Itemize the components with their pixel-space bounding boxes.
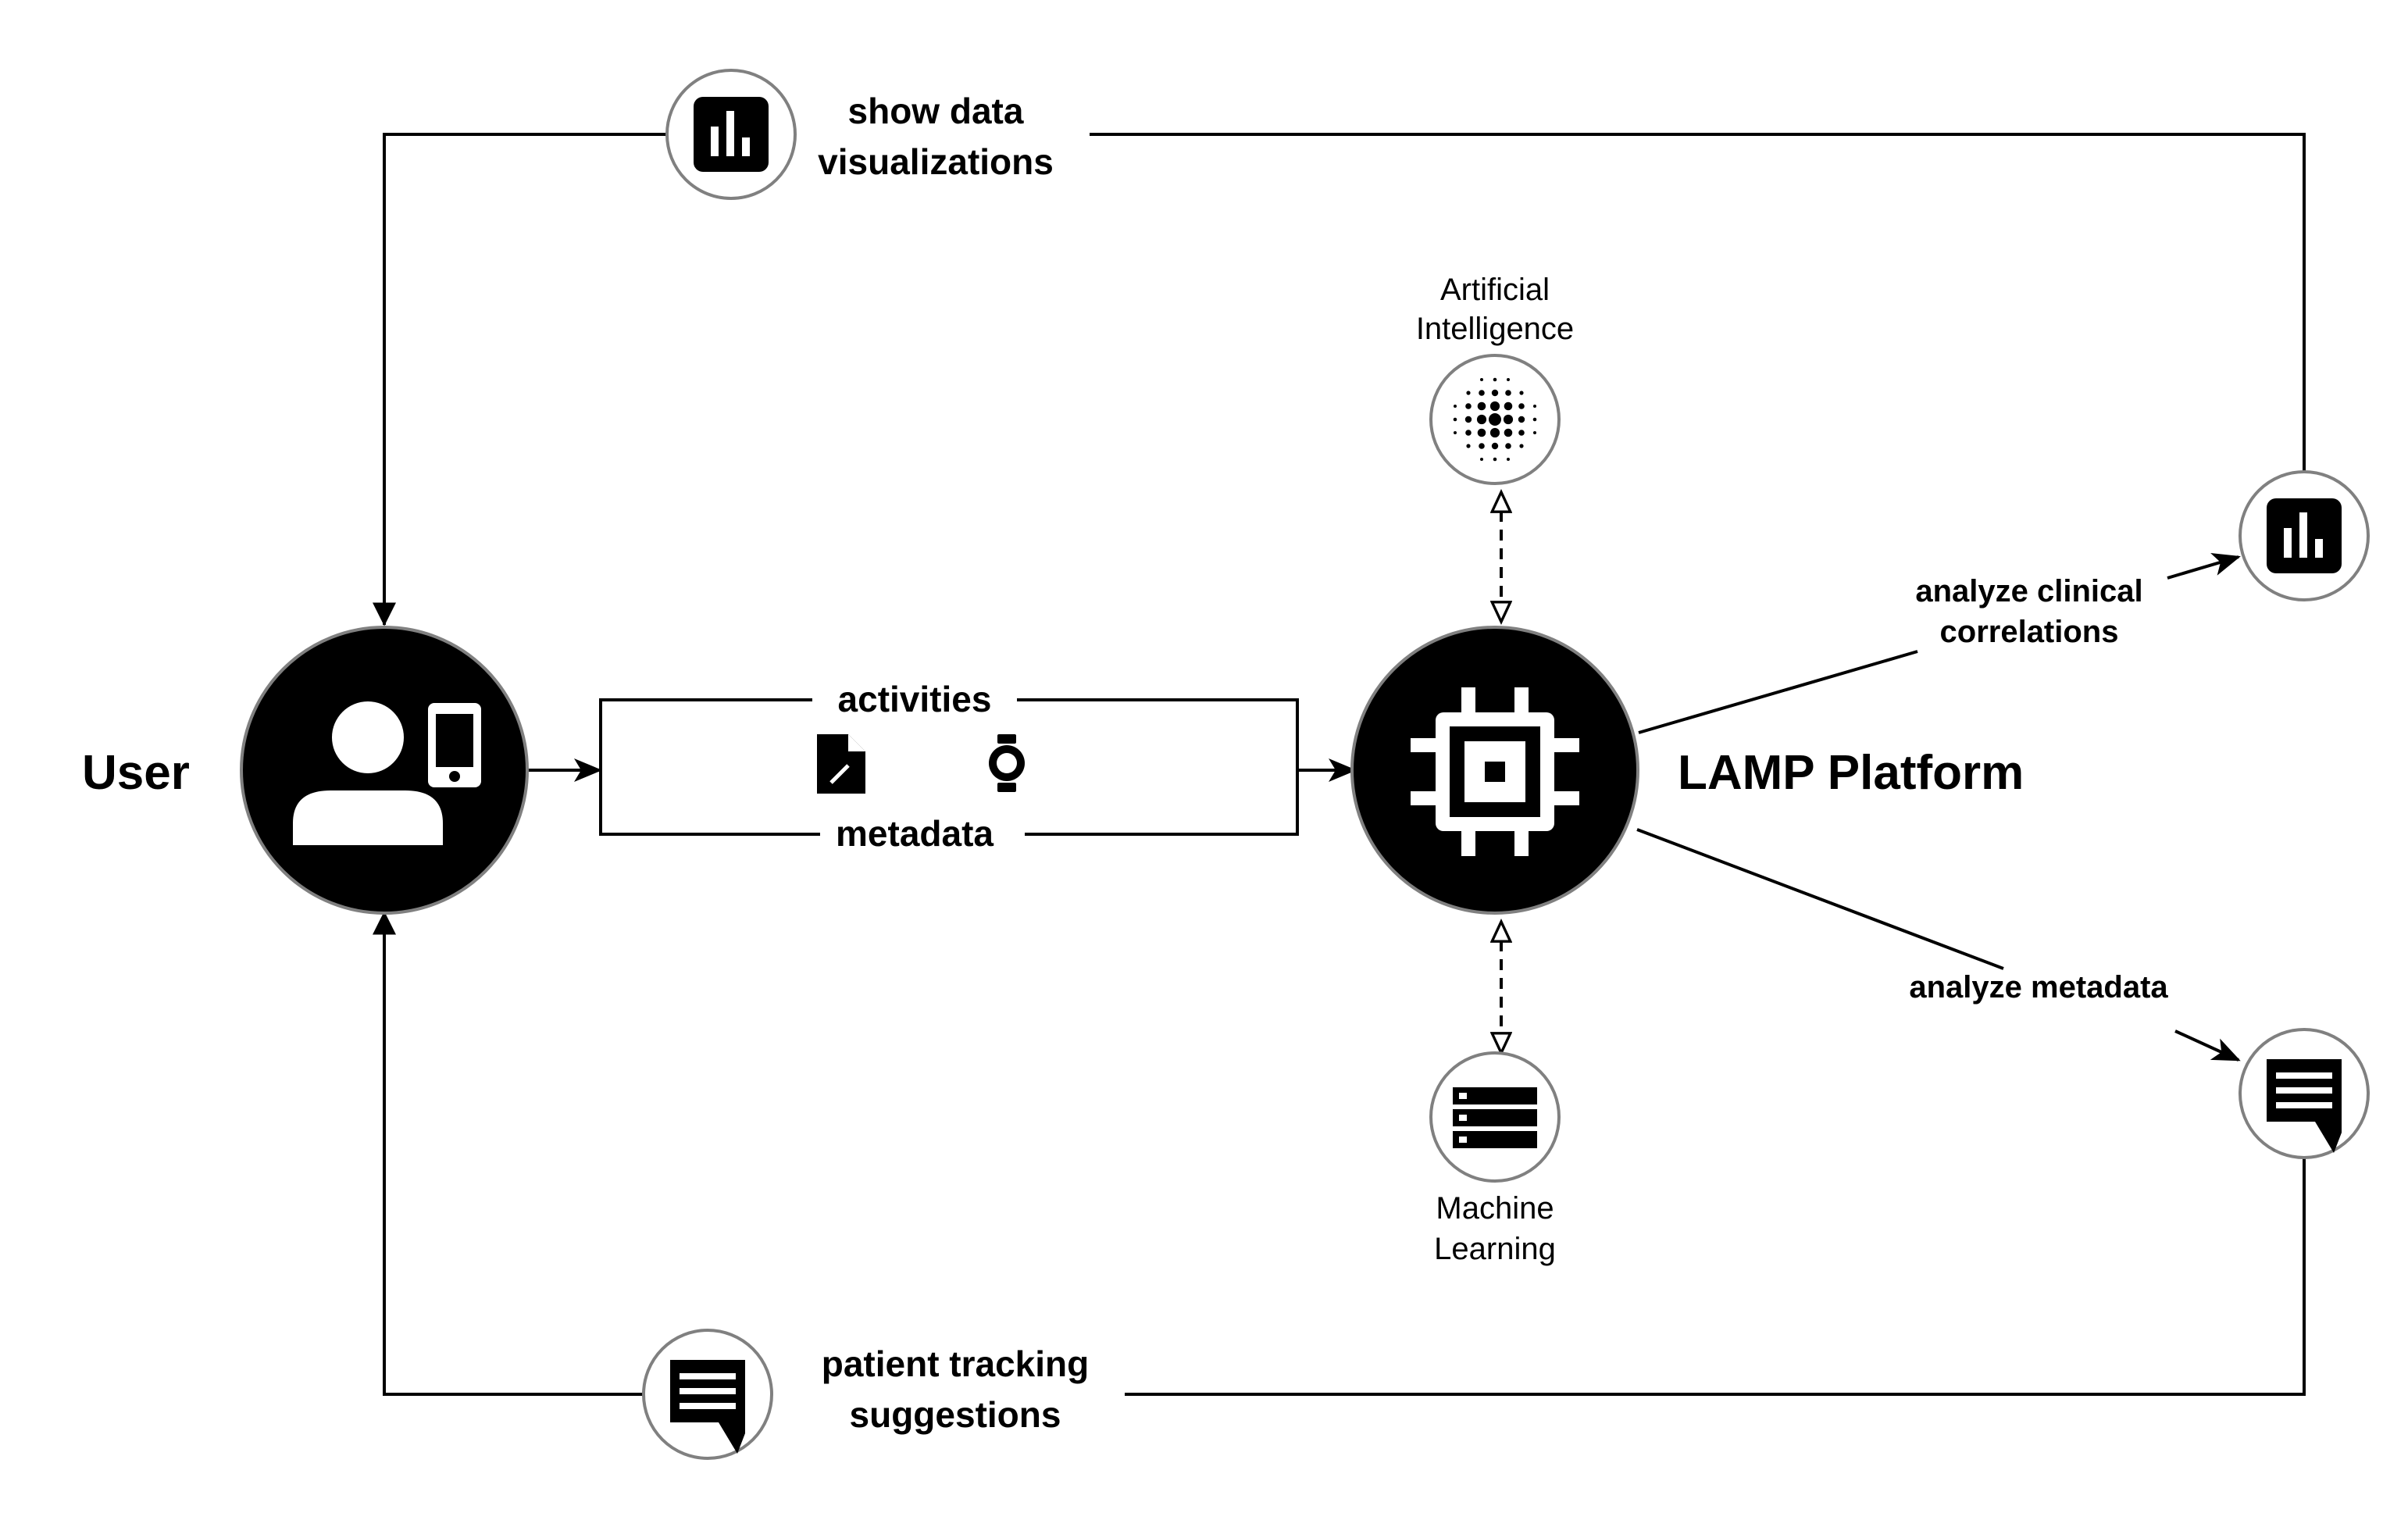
ai-sphere-dot bbox=[1489, 413, 1501, 426]
clinical-correlations-connector bbox=[1638, 553, 2241, 734]
ai-sphere-dot bbox=[1489, 401, 1500, 412]
ai-sphere-dot bbox=[1533, 405, 1536, 408]
activities-label: activities bbox=[838, 679, 992, 719]
ai-sphere-dot bbox=[1505, 390, 1511, 396]
ai-sphere-dot bbox=[1493, 377, 1497, 382]
ai-sphere-dot bbox=[1518, 430, 1525, 436]
ai-sphere-dot bbox=[1465, 403, 1472, 409]
metadata-analysis-connector bbox=[1636, 828, 2241, 1062]
ai-sphere-dot bbox=[1454, 431, 1457, 434]
input-box bbox=[599, 698, 1299, 836]
ai-sphere-dot bbox=[1491, 442, 1499, 450]
suggestions-node[interactable] bbox=[642, 1329, 773, 1460]
ai-sphere-dot bbox=[1532, 417, 1537, 422]
ai-sphere-dot bbox=[1453, 417, 1457, 422]
metadata-label: metadata bbox=[836, 813, 994, 854]
metadata-analysis-node[interactable] bbox=[2239, 1028, 2370, 1159]
user-node[interactable] bbox=[240, 626, 529, 915]
ai-sphere-dot bbox=[1503, 414, 1514, 425]
ai-sphere-dot bbox=[1476, 414, 1487, 425]
clinical-correlations-node[interactable] bbox=[2239, 470, 2370, 601]
ml-label-line2: Learning bbox=[1434, 1232, 1556, 1266]
ai-label-line1: Artificial bbox=[1440, 273, 1550, 307]
bar-chart-icon bbox=[694, 97, 769, 172]
ai-sphere-dot bbox=[1493, 457, 1497, 462]
bar-chart-icon bbox=[2267, 498, 2342, 573]
meta-edge-label: analyze metadata bbox=[1909, 970, 2168, 1005]
ai-sphere-dot bbox=[1489, 427, 1500, 438]
ai-sphere-dot bbox=[1465, 430, 1472, 436]
ai-sphere-dot bbox=[1507, 378, 1510, 381]
chip-icon bbox=[1411, 687, 1579, 856]
ai-sphere-dot bbox=[1504, 428, 1513, 437]
ai-sphere-dot bbox=[1480, 458, 1483, 461]
ai-sphere-dot bbox=[1477, 401, 1486, 411]
clinical-edge-label-line1: analyze clinical bbox=[1915, 574, 2142, 608]
ai-sphere-dot bbox=[1505, 443, 1511, 449]
ai-node[interactable] bbox=[1429, 354, 1561, 485]
smartwatch-icon bbox=[989, 734, 1025, 792]
ai-sphere-dot bbox=[1454, 405, 1457, 408]
ml-label-line1: Machine bbox=[1436, 1191, 1554, 1226]
ai-sphere-dot bbox=[1518, 403, 1525, 409]
clinical-edge-label-line2: correlations bbox=[1940, 615, 2119, 649]
platform-node[interactable] bbox=[1350, 626, 1639, 915]
bottom-edge-label-line2: suggestions bbox=[850, 1394, 1061, 1435]
ai-sphere-dot bbox=[1464, 416, 1472, 423]
bottom-feedback-connector bbox=[373, 911, 2306, 1396]
ai-sphere-dot bbox=[1507, 458, 1510, 461]
ai-sphere-dot bbox=[1477, 428, 1486, 437]
top-feedback-connector bbox=[373, 133, 2306, 626]
server-stack-icon bbox=[1453, 1087, 1537, 1148]
message-bubble-icon bbox=[2267, 1059, 2342, 1153]
ai-sphere-dot bbox=[1533, 431, 1536, 434]
top-edge-label-line2: visualizations bbox=[818, 141, 1054, 182]
dot-sphere-icon bbox=[1453, 377, 1537, 462]
ai-sphere-dot bbox=[1518, 416, 1525, 423]
bottom-edge-label-line1: patient tracking bbox=[822, 1344, 1090, 1384]
ai-sphere-dot bbox=[1519, 444, 1524, 448]
ai-sphere-dot bbox=[1466, 391, 1471, 395]
user-with-phone-icon bbox=[293, 701, 481, 845]
ml-node[interactable] bbox=[1429, 1051, 1561, 1183]
platform-label: LAMP Platform bbox=[1678, 746, 2024, 800]
ai-label-line2: Intelligence bbox=[1416, 312, 1574, 346]
message-bubble-icon bbox=[670, 1360, 745, 1454]
document-edit-icon bbox=[817, 734, 865, 794]
visualizations-node[interactable] bbox=[665, 69, 797, 200]
ai-sphere-dot bbox=[1479, 443, 1485, 449]
ai-sphere-dot bbox=[1480, 378, 1483, 381]
top-edge-label-line1: show data bbox=[848, 91, 1024, 131]
ai-sphere-dot bbox=[1504, 401, 1513, 411]
user-label: User bbox=[82, 746, 190, 800]
ai-sphere-dot bbox=[1491, 389, 1499, 397]
ai-sphere-dot bbox=[1479, 390, 1485, 396]
ai-sphere-dot bbox=[1519, 391, 1524, 395]
ai-sphere-dot bbox=[1466, 444, 1471, 448]
